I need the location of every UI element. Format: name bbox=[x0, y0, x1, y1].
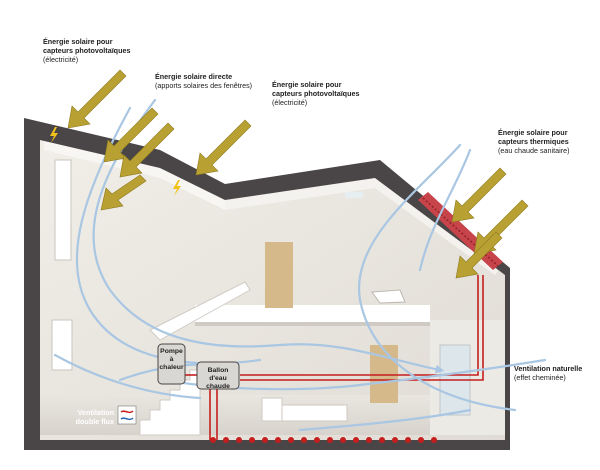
ceiling-left bbox=[44, 140, 225, 210]
label-direct-sub: (apports solaires des fenêtres) bbox=[155, 81, 253, 90]
ray-pv-left bbox=[67, 69, 127, 129]
label-pv-right-title: Énergie solaire pour capteurs photovolta… bbox=[272, 80, 360, 98]
label-thermal-title: Énergie solaire pour capteurs thermiques bbox=[498, 128, 569, 146]
heat-pump-label: Pompe à chaleur bbox=[159, 348, 184, 371]
heat-pump-box bbox=[157, 343, 186, 385]
ray-direct-3 bbox=[100, 174, 147, 211]
floor-heating bbox=[210, 437, 437, 443]
mezzanine-floor bbox=[195, 305, 430, 323]
label-pv-right: Énergie solaire pour capteurs photovolta… bbox=[272, 80, 392, 107]
label-pv-left-title: Énergie solaire pour capteurs photovolta… bbox=[43, 37, 131, 55]
water-tank-box bbox=[196, 361, 240, 390]
low-window bbox=[51, 319, 73, 371]
label-pv-right-sub: (électricité) bbox=[272, 98, 308, 107]
label-direct-title: Énergie solaire directe bbox=[155, 72, 233, 81]
ray-pv-right bbox=[195, 119, 252, 176]
bolt-icon bbox=[50, 127, 58, 143]
ray-direct-1 bbox=[103, 107, 159, 163]
airflow bbox=[53, 98, 547, 432]
upper-door bbox=[265, 242, 293, 308]
label-thermal: Énergie solaire pour capteurs thermiques… bbox=[498, 128, 598, 155]
label-natural-vent-sub: (effet cheminée) bbox=[514, 373, 566, 382]
upper-stair bbox=[149, 281, 251, 341]
ventilation-label: Ventilation double flux bbox=[75, 408, 114, 426]
ray-thermal-3 bbox=[455, 231, 503, 279]
house-shell bbox=[24, 118, 510, 450]
label-pv-left: Énergie solaire pour capteurs photovolta… bbox=[43, 37, 163, 64]
ray-direct-2 bbox=[119, 122, 175, 178]
label-natural-vent-title: Ventilation naturelle bbox=[514, 364, 583, 373]
ray-thermal-1 bbox=[451, 167, 507, 223]
sun-rays bbox=[67, 69, 529, 279]
mezzanine-edge bbox=[195, 322, 430, 326]
tall-window bbox=[54, 159, 72, 261]
label-natural-vent: Ventilation naturelle (effet cheminée) bbox=[514, 364, 598, 382]
lounge-chair bbox=[371, 289, 406, 304]
double-flux-icon bbox=[117, 405, 137, 425]
label-thermal-sub: (eau chaude sanitaire) bbox=[498, 146, 570, 155]
water-tank-label: Ballon d'eau chaude bbox=[206, 367, 230, 390]
bolt-icon bbox=[173, 180, 181, 196]
hot-water-pipes bbox=[185, 275, 484, 440]
skylight-right bbox=[345, 192, 363, 198]
sofa-back bbox=[261, 397, 283, 422]
label-direct: Énergie solaire directe (apports solaire… bbox=[155, 72, 295, 90]
label-pv-left-sub: (électricité) bbox=[43, 55, 79, 64]
